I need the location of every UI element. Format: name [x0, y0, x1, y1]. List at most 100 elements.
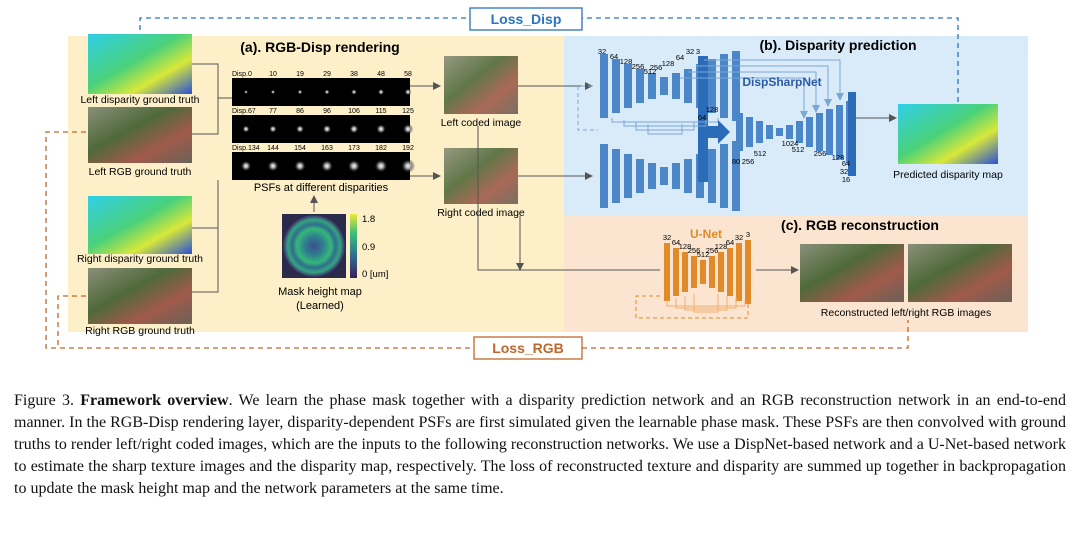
- loss-rgb-line-2: [57, 295, 86, 348]
- loss-disp-line: [139, 17, 959, 108]
- dispnet-skip-connection: [635, 122, 695, 131]
- psf-disparity-label: Disp.134: [232, 145, 260, 152]
- dispnet-channel-label: 256: [814, 149, 827, 158]
- right-disparity-image: [88, 196, 192, 254]
- dispnet-skip-connection: [647, 124, 683, 135]
- dispnet-skip-connection: [623, 120, 707, 127]
- psf-disparity-label: Disp.0: [232, 71, 252, 78]
- loss-rgb-label: Loss_RGB: [492, 340, 564, 356]
- unet-layer-block: [700, 260, 706, 284]
- unet-layer-block: [736, 243, 742, 301]
- unet-layer-block: [718, 252, 724, 292]
- psf-spot: [374, 159, 388, 173]
- disparity-title: (b). Disparity prediction: [759, 37, 916, 53]
- dispnet-layer-block: [836, 105, 843, 159]
- psf-disparity-label: Disp.67: [232, 108, 256, 115]
- mask-height-map: [283, 215, 345, 277]
- mask-caption-line1: Mask height map: [278, 286, 362, 298]
- right-rgb-image: [88, 268, 192, 324]
- dispnet-layer-block: [806, 117, 813, 147]
- dispnet-channel-label: 512: [792, 145, 805, 154]
- unet-architecture: [664, 240, 751, 313]
- predicted-disparity-image: [898, 104, 998, 164]
- dispnet-layer-block: [600, 54, 608, 118]
- dispnet-layer-block: [796, 121, 803, 143]
- unet-layer-block: [673, 248, 679, 296]
- dispnet-layer-block: [786, 125, 793, 139]
- psf-spot: [376, 124, 386, 134]
- dispnet-channel-label: 256: [742, 157, 755, 166]
- loss-rgb-line: [45, 131, 909, 349]
- psf-disparity-label: 163: [321, 145, 333, 152]
- dispnet-channel-label: 512: [644, 67, 657, 76]
- dispnet-layer-block: [776, 128, 783, 136]
- left-rgb-image: [88, 107, 192, 163]
- dispnet-channel-label: 256: [632, 62, 645, 71]
- psf-spot: [320, 159, 334, 173]
- psf-spot: [240, 160, 252, 172]
- dispnet-layer-block: [648, 163, 656, 189]
- dispnet-skip-connection: [696, 65, 832, 107]
- dispnet-layer-block: [660, 77, 668, 95]
- dispnet-layer-block: [708, 149, 716, 203]
- right-coded-label: Right coded image: [437, 207, 525, 219]
- colorbar-max: 1.8: [362, 214, 375, 225]
- dispnet-layer-block: [672, 73, 680, 99]
- unet-skip-connection: [666, 300, 746, 307]
- psf-disparity-label: 115: [375, 108, 386, 115]
- dispnet-skip-connection: [680, 77, 808, 119]
- left-disparity-label: Left disparity ground truth: [80, 94, 199, 106]
- psf-disparity-label: 125: [402, 108, 414, 115]
- dispnet-channel-label: 64: [610, 52, 618, 61]
- dispnet-layer-block: [684, 69, 692, 103]
- unet-layer-block: [691, 256, 697, 288]
- dispnet-channel-label: 16: [842, 175, 850, 184]
- reconstructed-right-image: [908, 244, 1012, 302]
- dispsharpnet-name: DispSharpNet: [742, 75, 821, 89]
- psf-disparity-label: 48: [377, 71, 385, 78]
- dispnet-layer-block: [720, 144, 728, 208]
- dispnet-channel-label: 128: [662, 59, 675, 68]
- psf-disparity-label: 38: [350, 71, 358, 78]
- dispnet-channel-label: 128: [832, 153, 845, 162]
- unet-layer-block: [709, 256, 715, 288]
- unet-channel-label: 3: [746, 230, 750, 239]
- psf-spot: [402, 123, 414, 135]
- dispnet-channel-label: 32: [686, 47, 694, 56]
- unet-channel-label: 32: [663, 233, 671, 242]
- psf-spot: [294, 160, 306, 172]
- dispnet-layer-block: [612, 149, 620, 203]
- unet-channel-label: 128: [679, 242, 692, 251]
- dispnet-layer-block: [708, 59, 716, 113]
- left-input-connector: [192, 63, 232, 135]
- psf-spot: [322, 124, 332, 134]
- psf-spot: [404, 88, 412, 96]
- psf-spot: [324, 89, 330, 95]
- dispnet-channel-label: 1024: [782, 139, 799, 148]
- unet-name: U-Net: [690, 227, 722, 241]
- dispnet-layer-block: [816, 113, 823, 151]
- colorbar-min: 0 [um]: [362, 269, 388, 280]
- dispnet-layer-block: [766, 125, 773, 139]
- unet-layer-block: [745, 240, 751, 304]
- psf-disparity-label: 106: [348, 108, 360, 115]
- dispnet-left-bracket: [577, 85, 598, 131]
- dispnet-channel-label: 64: [842, 159, 850, 168]
- psf-spot: [347, 159, 361, 173]
- dispnet-layer-block: [732, 51, 740, 121]
- unet-layer-block: [664, 243, 670, 301]
- unet-layer-block: [682, 252, 688, 292]
- framework-svg: Loss_Disp Loss_RGB Left disparity ground…: [45, 7, 1028, 360]
- dispsharpnet-architecture: [600, 51, 856, 211]
- dispnet-channel-label: 128: [620, 57, 633, 66]
- dispnet-channel-label: 64: [676, 53, 684, 62]
- rgb-title: (c). RGB reconstruction: [781, 217, 939, 233]
- psf-spot: [242, 125, 250, 133]
- psf-spot: [295, 124, 305, 134]
- dispnet-channel-label: 80: [732, 157, 740, 166]
- unet-channel-label: 256: [706, 246, 719, 255]
- psf-disparity-label: 58: [404, 71, 412, 78]
- dispnet-layer-block: [660, 167, 668, 185]
- dispnet-skip-connection: [704, 59, 844, 101]
